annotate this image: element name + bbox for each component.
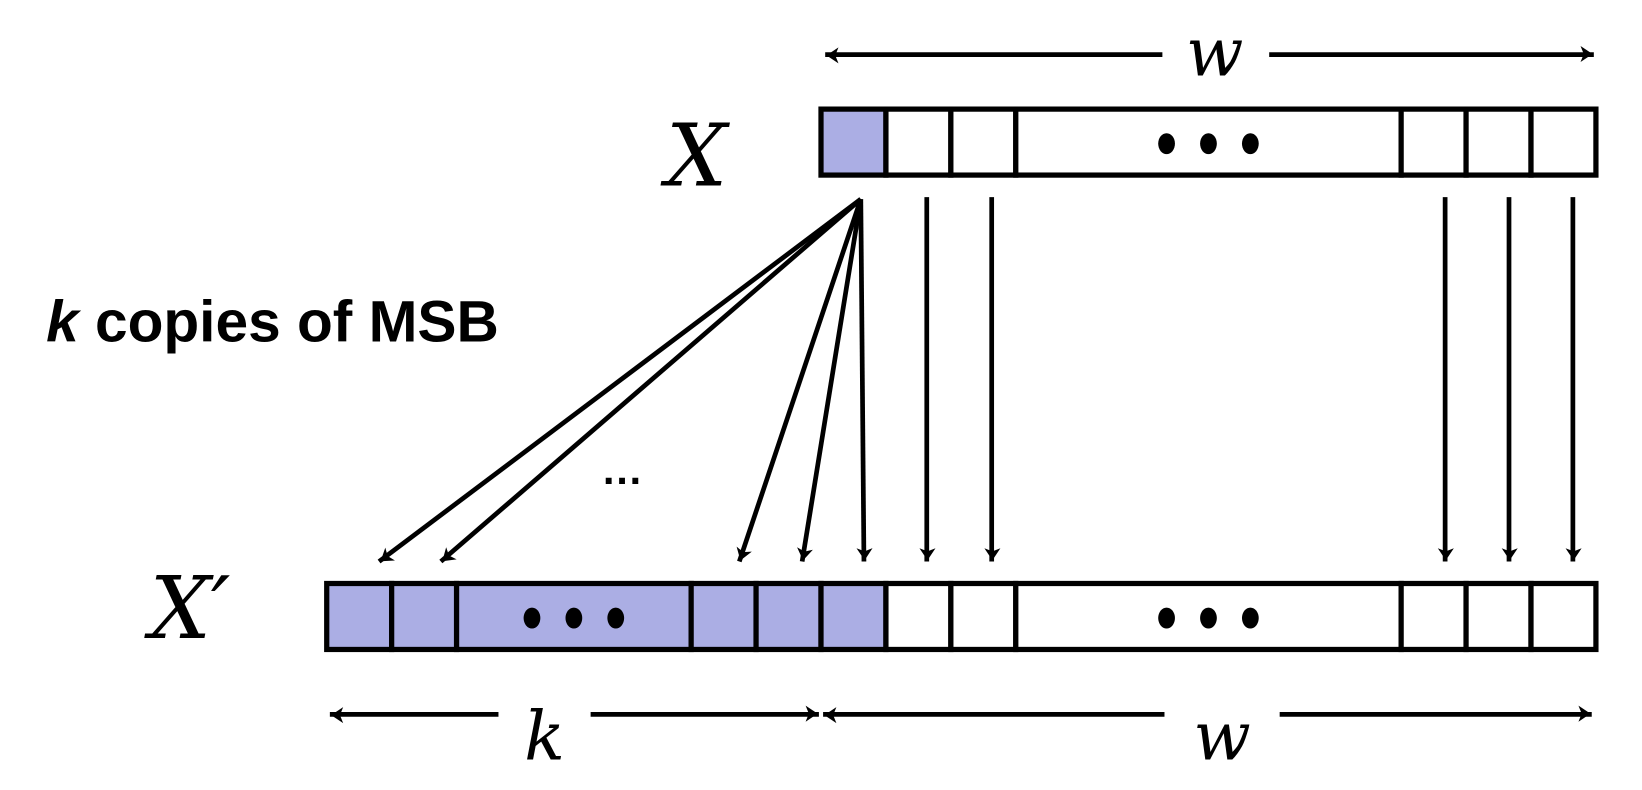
x-cell bbox=[818, 106, 889, 178]
ellipsis-dot bbox=[523, 607, 541, 629]
x-prime-cell bbox=[1398, 580, 1469, 653]
x-cell bbox=[883, 106, 954, 178]
bottom-width-label: w bbox=[1193, 697, 1250, 775]
x-prime-cell bbox=[818, 580, 889, 653]
msb-copy-arrow bbox=[377, 197, 863, 564]
x-cell bbox=[1013, 106, 1404, 178]
caption-text: copies of MSB bbox=[79, 290, 499, 355]
x-cell bbox=[1398, 106, 1469, 178]
msb-copy-arrow bbox=[797, 198, 864, 562]
caption: k copies of MSB bbox=[46, 290, 499, 355]
ellipsis-dot bbox=[1158, 607, 1175, 629]
ellipsis-dot bbox=[1158, 133, 1175, 155]
x-prime-cell bbox=[948, 580, 1019, 653]
ellipsis-dot bbox=[1200, 607, 1217, 629]
msb-copy-arrow bbox=[856, 199, 873, 562]
msb-copy-arrow bbox=[439, 197, 863, 564]
x-prime-cell bbox=[389, 580, 460, 653]
x-prime-cell bbox=[883, 580, 954, 653]
x-label: X bbox=[660, 107, 730, 207]
x-prime-cell bbox=[1528, 580, 1599, 653]
register-cells bbox=[324, 106, 1599, 653]
x-prime-cell bbox=[324, 580, 395, 653]
top-width-label: w bbox=[1186, 14, 1243, 92]
x-cell bbox=[1463, 106, 1534, 178]
x-prime-cell bbox=[1463, 580, 1534, 653]
caption-var: k bbox=[46, 290, 82, 355]
copy-arrows bbox=[329, 45, 1594, 724]
arrows-ellipsis: … bbox=[601, 446, 643, 493]
x-prime-cell bbox=[688, 580, 759, 653]
ellipsis-dot bbox=[1241, 607, 1259, 629]
ellipsis-dot bbox=[607, 607, 625, 629]
bottom-k-label: k bbox=[524, 697, 565, 775]
x-cell bbox=[948, 106, 1019, 178]
x-prime-cell bbox=[753, 580, 824, 653]
x-prime-label: X′ bbox=[144, 559, 231, 659]
ellipsis-dot bbox=[1200, 133, 1217, 155]
msb-copy-arrow bbox=[736, 198, 864, 563]
ellipsis-dot bbox=[565, 607, 583, 629]
x-cell bbox=[1528, 106, 1599, 178]
ellipsis-dot bbox=[1241, 133, 1259, 155]
